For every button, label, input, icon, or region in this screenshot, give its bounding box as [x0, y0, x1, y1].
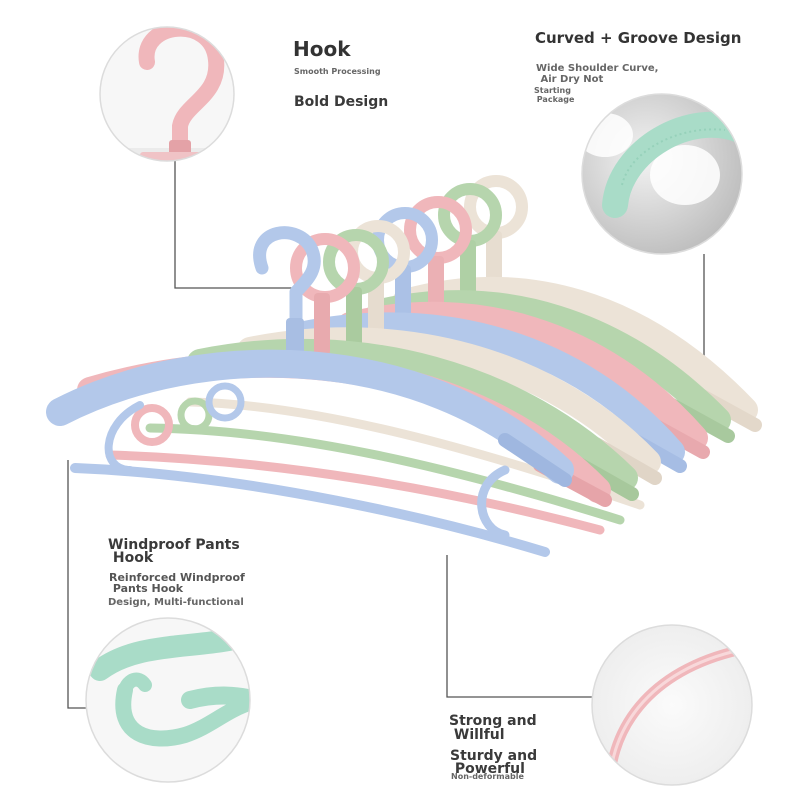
strong-title: Strong and	[449, 713, 537, 729]
callout-lines	[67, 161, 705, 709]
strong-detail-circle	[591, 624, 753, 786]
windproof-line-2: Pants Hook	[109, 582, 184, 595]
strong-line-3: Non-deformable	[451, 772, 524, 781]
groove-detail-circle	[581, 93, 743, 255]
curved-line-4: Package	[534, 95, 575, 104]
strong-line-1: Sturdy and	[450, 748, 538, 764]
hook-callout-line	[174, 161, 300, 289]
curved-line-3: Starting	[534, 86, 571, 95]
hook-line-2: Bold Design	[294, 94, 389, 110]
strong-title-2: Willful	[449, 727, 505, 743]
windproof-title: Windproof Pants	[108, 537, 240, 553]
windproof-line-1: Reinforced Windproof	[109, 571, 245, 584]
windproof-title-2: Hook	[108, 550, 154, 566]
windproof-line-3: Design, Multi-functional	[108, 597, 244, 608]
hook-detail-circle	[99, 26, 235, 162]
strong-callout-line	[446, 555, 592, 698]
windproof-hook-circle	[85, 617, 251, 783]
curved-title: Curved + Groove Design	[535, 29, 742, 47]
hanger-stack	[46, 175, 762, 557]
hanger-blue-front	[46, 226, 574, 557]
strong-line-2: Powerful	[450, 761, 525, 777]
hook-title: Hook	[293, 37, 351, 61]
curved-line-1: Wide Shoulder Curve,	[536, 63, 659, 74]
hook-line-1: Smooth Processing	[294, 67, 381, 76]
curved-line-2: Air Dry Not	[537, 74, 604, 85]
